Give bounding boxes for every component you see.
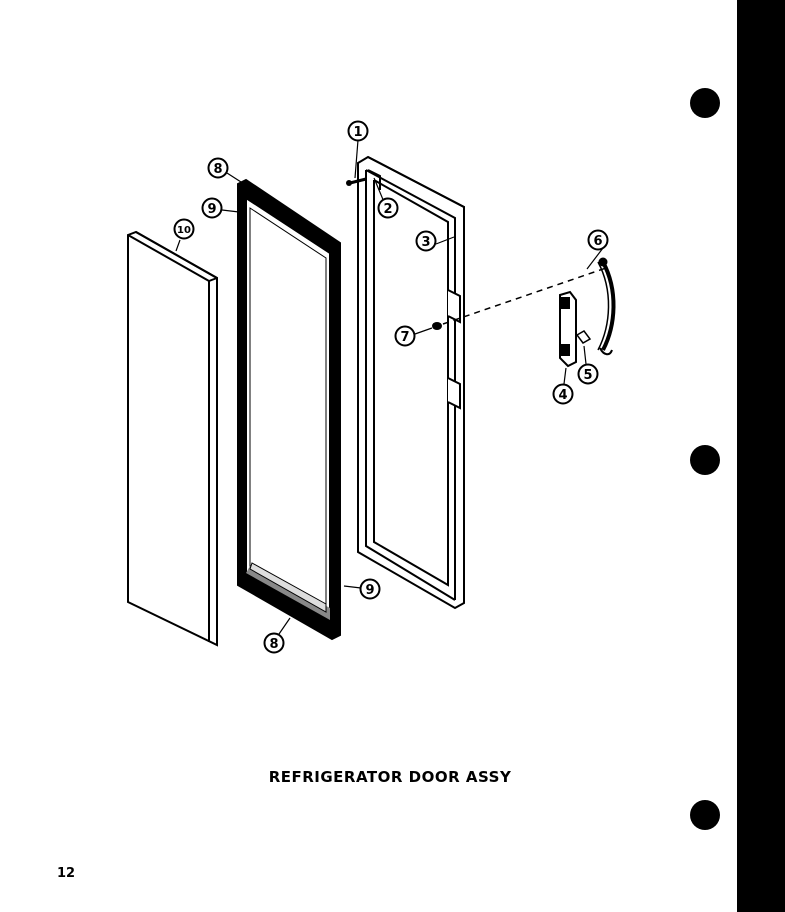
callout-label: 9 [365, 583, 374, 598]
callout-label: 2 [383, 202, 392, 217]
binding-edge [737, 0, 785, 912]
door-liner-part [357, 155, 465, 610]
callout-label: 8 [269, 637, 278, 652]
callout-label: 8 [213, 162, 222, 177]
callout-4 [552, 383, 574, 405]
clip-part [575, 330, 592, 344]
callout-label: 6 [593, 234, 602, 249]
plug-button-part [432, 322, 442, 330]
callout-9-top [201, 197, 223, 219]
callout-7 [394, 325, 416, 347]
alignment-dashed-line [442, 267, 607, 325]
page-number: 12 [57, 866, 76, 881]
callout-8-top [207, 157, 229, 179]
callout-labels: 1 2 3 4 5 6 7 8 9 10 9 8 [177, 125, 602, 652]
gasket-frame-part [237, 178, 341, 641]
callout-label: 10 [177, 225, 191, 236]
callout-8-bottom [263, 632, 285, 654]
callout-label: 9 [207, 202, 216, 217]
screw-part [346, 177, 367, 186]
callout-label: 1 [353, 125, 362, 140]
punch-hole-middle [690, 445, 720, 475]
callout-10 [173, 218, 195, 240]
diagram-title: REFRIGERATOR DOOR ASSY [268, 768, 512, 786]
callout-label: 7 [400, 330, 409, 345]
callout-9-bottom [359, 578, 381, 600]
leader-lines [175, 139, 604, 635]
callout-2 [377, 197, 399, 219]
callout-label: 3 [421, 235, 430, 250]
callout-5 [577, 363, 599, 385]
punch-hole-bottom [690, 800, 720, 830]
callout-1 [347, 120, 369, 142]
door-handle-part [597, 257, 616, 356]
door-panel-part [127, 230, 218, 647]
callout-balloons [173, 120, 609, 654]
handle-bracket-part [559, 290, 577, 368]
callout-label: 5 [583, 368, 592, 383]
punch-hole-top [690, 88, 720, 118]
callout-3 [415, 230, 437, 252]
callout-6 [587, 229, 609, 251]
callout-label: 4 [558, 388, 567, 403]
